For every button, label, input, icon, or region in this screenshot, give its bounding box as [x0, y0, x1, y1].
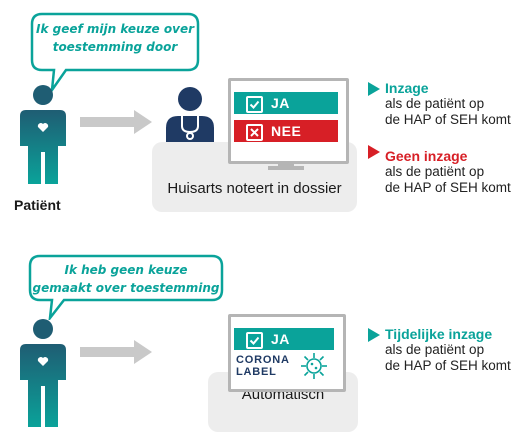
legend-line: de HAP of SEH komt — [385, 180, 511, 195]
legend-line: als de patiënt op — [385, 342, 485, 357]
bubble-line: Ik geef mijn keuze over — [36, 22, 194, 36]
monitor-stand — [278, 161, 294, 167]
legend-title: Geen inzage — [385, 148, 468, 164]
speech-bubble-bottom — [28, 254, 224, 320]
legend-line: als de patiënt op — [385, 96, 485, 111]
patient-label: Patiënt — [14, 197, 61, 213]
option-nee-label: NEE — [271, 123, 302, 139]
legend-inzage: Inzage als de patiënt op de HAP of SEH k… — [385, 80, 511, 128]
bubble-line: gemaakt over toestemming — [32, 281, 220, 295]
doctor-icon — [166, 87, 214, 146]
bubble-line: toestemming door — [52, 40, 178, 54]
monitor-base — [268, 166, 304, 170]
legend-tijdelijke-inzage: Tijdelijke inzage als de patiënt op de H… — [385, 326, 511, 374]
monitor — [228, 314, 346, 392]
virus-icon — [301, 353, 327, 379]
corona-line: CORONA — [236, 354, 290, 366]
option-nee: NEE — [234, 120, 338, 142]
arrow-right-icon — [80, 110, 152, 134]
arrow-right-icon — [80, 340, 152, 364]
option-ja-label: JA — [271, 95, 290, 111]
option-ja: JA — [234, 328, 334, 350]
triangle-teal-icon — [368, 82, 380, 96]
corona-label: CORONA LABEL — [236, 354, 290, 378]
bubble-line: Ik heb geen keuze — [64, 263, 188, 277]
patient-icon — [20, 85, 66, 184]
triangle-teal-icon — [368, 328, 380, 342]
corona-line: LABEL — [236, 366, 277, 378]
option-ja: JA — [234, 92, 338, 114]
patient-icon — [20, 319, 66, 427]
dossier-label: Huisarts noteert in dossier — [167, 180, 342, 197]
triangle-red-icon — [368, 145, 380, 159]
legend-title: Tijdelijke inzage — [385, 326, 493, 342]
checkbox-checked-icon — [246, 331, 263, 349]
bubble-text-top: Ik geef mijn keuze over toestemming door — [32, 20, 198, 56]
option-ja-label: JA — [271, 331, 290, 347]
checkbox-cross-icon — [246, 123, 263, 141]
legend-geen-inzage: Geen inzage als de patiënt op de HAP of … — [385, 148, 511, 196]
legend-line: als de patiënt op — [385, 164, 485, 179]
legend-line: de HAP of SEH komt — [385, 112, 511, 127]
legend-line: de HAP of SEH komt — [385, 358, 511, 373]
speech-bubble-top — [30, 12, 200, 94]
legend-title: Inzage — [385, 80, 429, 96]
bubble-text-bottom: Ik heb geen keuze gemaakt over toestemmi… — [30, 261, 222, 297]
checkbox-checked-icon — [246, 95, 263, 113]
